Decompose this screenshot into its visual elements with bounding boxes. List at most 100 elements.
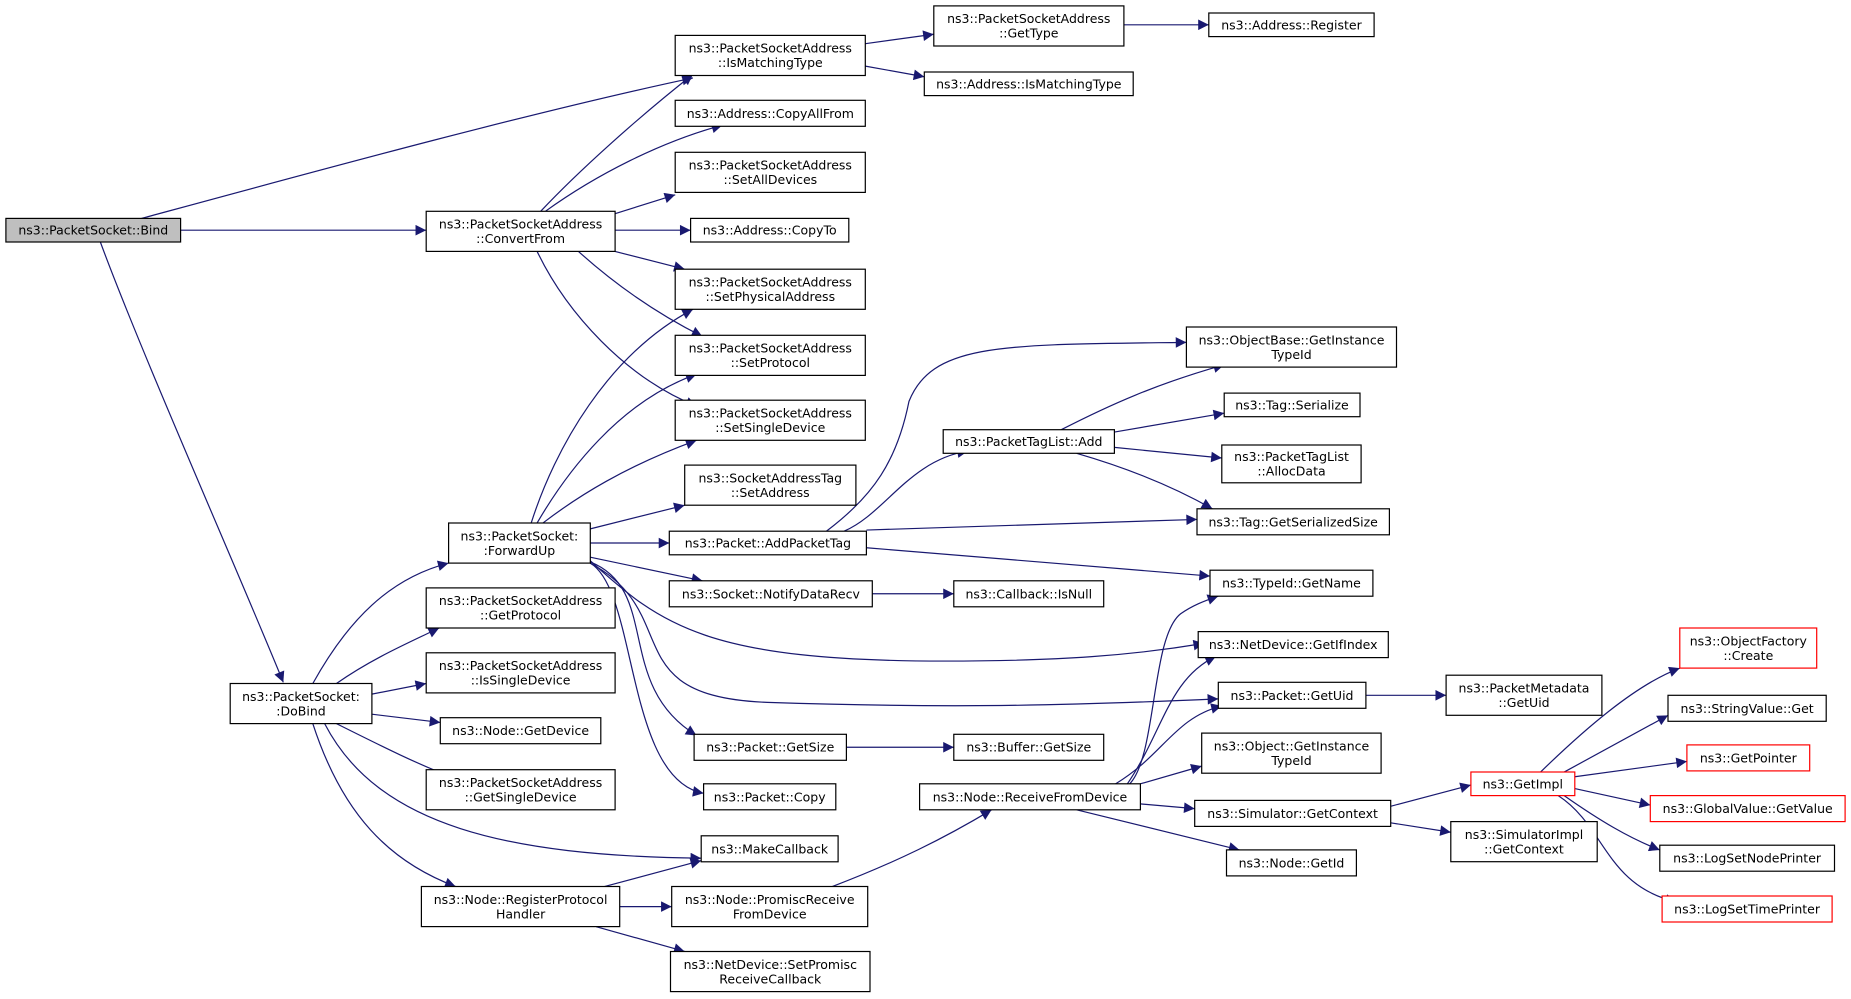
call-edge-dobind-to-node_getdevice [372,714,440,727]
function-node-simimpl_getcontext[interactable]: ns3::SimulatorImpl::GetContext [1450,820,1598,863]
function-node-getpointer[interactable]: ns3::GetPointer [1686,744,1811,772]
function-node-tag_getsersize[interactable]: ns3::Tag::GetSerializedSize [1196,508,1390,536]
node-label-line: ns3::GlobalValue::GetValue [1663,801,1833,816]
node-label-line: ::SetAddress [731,485,810,500]
call-edge-getimpl-to-logsetnode [1564,796,1660,852]
function-node-strval_get[interactable]: ns3::StringValue::Get [1667,694,1827,722]
function-node-pkt_copy[interactable]: ns3::Packet::Copy [702,783,837,811]
node-box [674,399,866,441]
function-node-getimpl[interactable]: ns3::GetImpl [1470,771,1576,797]
node-label-line: ns3::PacketSocket: [461,528,579,543]
function-node-tag_serialize[interactable]: ns3::Tag::Serialize [1223,392,1361,418]
function-node-node_getdevice[interactable]: ns3::Node::GetDevice [439,717,602,745]
function-node-addr_copyto[interactable]: ns3::Address::CopyTo [689,217,850,243]
node-label-line: ::SetAllDevices [723,172,817,187]
node-label-line: ns3::PacketSocket: [242,689,360,704]
function-node-pktsock_addr_gettype[interactable]: ns3::PacketSocketAddress::GetType [933,5,1125,47]
call-edge-regproto-to-makecallback [604,858,701,887]
function-node-ptaglist_add[interactable]: ns3::PacketTagList::Add [942,429,1116,454]
function-node-logsettime[interactable]: ns3::LogSetTimePrinter [1661,895,1833,923]
node-box [923,71,1134,97]
function-node-addr_register[interactable]: ns3::Address::Register [1208,12,1375,38]
function-node-sock_notify[interactable]: ns3::Socket::NotifyDataRecv [668,580,873,608]
call-edge-ptaglist_add-to-ptaglist_alloc [1114,447,1221,463]
function-node-addr_ismatch[interactable]: ns3::Address::IsMatchingType [923,71,1134,97]
function-node-node_recvfromdev[interactable]: ns3::Node::ReceiveFromDevice [918,783,1141,811]
node-box [1225,849,1357,877]
function-node-setsingledev[interactable]: ns3::PacketSocketAddress::SetSingleDevic… [674,399,866,441]
node-box [668,530,867,556]
call-edge-convertfrom-to-setsingledev [537,251,696,408]
node-label-line: ns3::TypeId::GetName [1222,576,1361,591]
node-label-line: ::SetProtocol [731,355,810,370]
node-box [702,783,837,811]
node-box [1667,694,1827,722]
function-node-cb_isnull[interactable]: ns3::Callback::IsNull [953,580,1105,608]
call-edge-node_recvfromdev-to-obj_getinst [1140,763,1201,784]
function-node-logsetnode[interactable]: ns3::LogSetNodePrinter [1659,844,1836,872]
call-edge-regproto-to-netdev_setpromisc [596,927,685,954]
node-box [1223,392,1361,418]
node-label-line: ns3::GetImpl [1483,776,1563,791]
function-node-objfactory_create[interactable]: ns3::ObjectFactory::Create [1679,627,1818,669]
function-node-pktmeta_getuid[interactable]: ns3::PacketMetadata::GetUid [1445,674,1603,716]
node-box [918,783,1141,811]
node-label-line: ns3::PacketSocketAddress [689,158,852,173]
function-node-pkt_getsize[interactable]: ns3::Packet::GetSize [693,733,847,761]
call-edge-bind-to-pktsock_addr_ismatch [142,74,693,218]
node-label-line: ns3::Packet::GetUid [1231,688,1354,703]
function-node-netdev_getifindex[interactable]: ns3::NetDevice::GetIfIndex [1197,630,1389,659]
function-node-dobind[interactable]: ns3::PacketSocket::DoBind [229,682,373,725]
function-node-pkt_getuid[interactable]: ns3::Packet::GetUid [1217,681,1367,709]
node-box [693,733,847,761]
function-node-makecallback[interactable]: ns3::MakeCallback [700,835,839,863]
node-label-line: :ForwardUp [484,543,556,558]
function-node-netdev_setpromisc[interactable]: ns3::NetDevice::SetPromiscReceiveCallbac… [669,950,871,993]
node-label-line: ns3::Buffer::GetSize [966,740,1091,755]
function-node-pktsock_addr_setalldev[interactable]: ns3::PacketSocketAddress::SetAllDevices [674,151,866,194]
function-node-bind[interactable]: ns3::PacketSocket::Bind [5,217,182,243]
node-label-line: ::GetUid [1498,695,1549,710]
node-label-line: ns3::NetDevice::GetIfIndex [1209,637,1378,652]
node-label-line: ns3::Tag::GetSerializedSize [1209,514,1379,529]
call-edge-forwardup-to-netdev_getifindex [590,561,1204,661]
function-node-typeid_getname[interactable]: ns3::TypeId::GetName [1209,569,1374,597]
function-node-sim_getcontext[interactable]: ns3::Simulator::GetContext [1194,799,1392,828]
function-node-buf_getsize[interactable]: ns3::Buffer::GetSize [953,733,1105,761]
function-node-addr_copyallfrom[interactable]: ns3::Address::CopyAllFrom [674,99,866,127]
function-node-issingledev[interactable]: ns3::PacketSocketAddress::IsSingleDevice [425,652,616,694]
function-node-setproto[interactable]: ns3::PacketSocketAddress::SetProtocol [674,334,866,376]
node-box [674,151,866,194]
function-node-forwardup[interactable]: ns3::PacketSocket::ForwardUp [448,522,591,564]
node-label-line: ns3::PacketSocketAddress [689,275,852,290]
call-edge-forwardup-to-pkt_copy [590,563,703,797]
call-edge-forwardup-to-pkt_getuid [590,563,1218,706]
call-edge-sim_getcontext-to-getimpl [1391,782,1471,806]
function-node-pktsock_addr_ismatch[interactable]: ns3::PacketSocketAddress::IsMatchingType [674,34,866,77]
node-box [668,580,873,608]
function-node-getprotocol[interactable]: ns3::PacketSocketAddress::GetProtocol [425,587,616,629]
node-label-line: ns3::LogSetTimePrinter [1674,902,1821,917]
node-box [1209,569,1374,597]
function-node-ptaglist_alloc[interactable]: ns3::PacketTagList::AllocData [1221,444,1362,484]
call-edge-getimpl-to-getpointer [1575,757,1687,776]
node-box [669,950,871,993]
node-label-line: ns3::NetDevice::SetPromisc [684,957,857,972]
function-node-node_getid[interactable]: ns3::Node::GetId [1225,849,1357,877]
function-node-globval_getvalue[interactable]: ns3::GlobalValue::GetValue [1649,794,1846,823]
function-node-socktag_setaddr[interactable]: ns3::SocketAddressTag::SetAddress [684,464,857,506]
function-node-setphys[interactable]: ns3::PacketSocketAddress::SetPhysicalAdd… [674,268,866,310]
node-box [1217,681,1367,709]
call-edge-dobind-to-regproto [313,724,456,888]
node-box [953,733,1105,761]
function-node-getsingledev[interactable]: ns3::PacketSocketAddress::GetSingleDevic… [425,769,616,811]
node-label-line: ns3::ObjectBase::GetInstance [1199,332,1385,347]
node-box [420,885,621,928]
node-box [448,522,591,564]
function-node-convertfrom[interactable]: ns3::PacketSocketAddress::ConvertFrom [425,210,616,253]
function-node-pkt_addtag[interactable]: ns3::Packet::AddPacketTag [668,530,867,556]
